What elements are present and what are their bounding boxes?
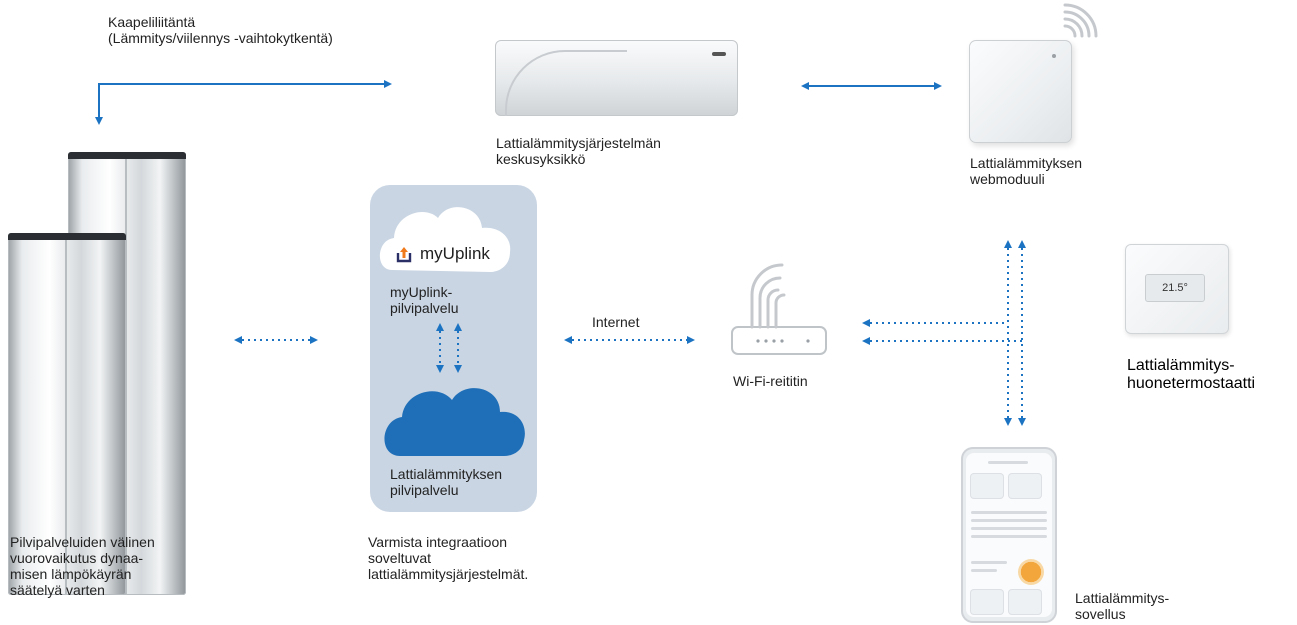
- myuplink-logo-text: myUplink: [420, 244, 490, 263]
- heat-pump-short: [8, 233, 126, 595]
- thermostat-display: 21.5°: [1145, 274, 1205, 302]
- router-label: Wi-Fi-reititin: [733, 373, 808, 389]
- cable-connection-arrow: [95, 80, 392, 125]
- thermostat-label: Lattialämmitys-huonetermostaatti: [1127, 357, 1256, 392]
- smartphone-app-image: [961, 447, 1057, 623]
- app-label: Lattialämmitys-sovellus: [1075, 590, 1170, 622]
- floorheating-cloud-icon: [384, 388, 525, 456]
- room-thermostat-image: 21.5°: [1125, 244, 1229, 334]
- myuplink-cloud-label: myUplink-pilvipalvelu: [390, 284, 459, 316]
- myuplink-logo-icon: [396, 247, 412, 263]
- wifi-signal-icon: [1063, 3, 1098, 38]
- internet-label: Internet: [592, 314, 640, 330]
- myuplink-cloud-icon: [379, 207, 511, 272]
- web-module-image: [969, 40, 1072, 143]
- cable-connection-label: Kaapeliliitäntä(Lämmitys/viilennys -vaih…: [108, 14, 333, 46]
- central-unit-image: [495, 40, 738, 116]
- router-icon: [731, 263, 827, 355]
